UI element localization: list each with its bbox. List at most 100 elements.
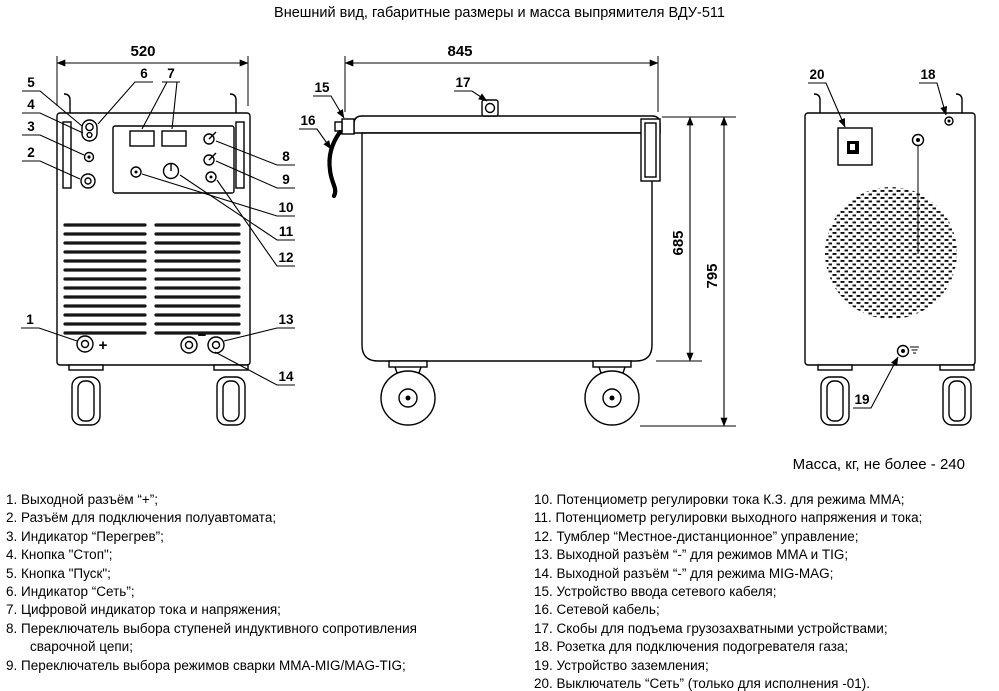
- voltage-potentiometer: [162, 162, 180, 180]
- legend-item: 2. Разъём для подключения полуавтомата;: [6, 510, 277, 526]
- mains-switch-box: [837, 127, 873, 166]
- leader-line: [141, 173, 295, 217]
- leader-line: [216, 179, 295, 267]
- cabinet-body: [361, 132, 653, 362]
- legend-item: 11. Потенциометр регулировки выходного н…: [534, 510, 923, 526]
- callout-4: 4: [22, 97, 84, 134]
- callout-number: 6: [140, 66, 148, 81]
- mains-cable: [327, 129, 343, 199]
- page-title: Внешний вид, габаритные размеры и масса …: [274, 5, 725, 21]
- legend-item: 18. Розетка для подключения подогревател…: [534, 639, 849, 655]
- callout-10: 10: [141, 173, 295, 217]
- callout-number: 4: [27, 97, 35, 112]
- dimension-label: 520: [130, 43, 155, 60]
- semiautomatic-connector: [80, 173, 96, 189]
- output-connector-minus-1: [180, 336, 198, 354]
- mass-note: Масса, кг, не более - 240: [792, 456, 965, 473]
- local-remote-toggle: [205, 171, 217, 183]
- legend-item: 19. Устройство заземления;: [534, 657, 709, 673]
- leader-line: [919, 82, 948, 116]
- dimension-label: 845: [447, 43, 472, 60]
- dimension-label: 795: [704, 263, 721, 288]
- technical-drawing: 520: [21, 43, 976, 427]
- vent-grille-right: [154, 223, 241, 335]
- callout-11: 11: [179, 174, 295, 241]
- leader-line: [179, 174, 295, 241]
- callout-number: 15: [314, 80, 330, 95]
- lifting-lug: [63, 93, 71, 113]
- vent-grille-left: [63, 223, 147, 335]
- legend-item: 13. Выходной разъём “-” для режимов MMA …: [534, 547, 849, 563]
- dimension-front-width: 520: [56, 43, 249, 106]
- leader-line: [215, 160, 295, 189]
- leader-line: [808, 82, 846, 128]
- legend-item: 20. Выключатель “Сеть” (только для испол…: [534, 676, 871, 691]
- leader-line: [22, 160, 81, 180]
- caster-wheel: [380, 360, 436, 426]
- leader-line: [141, 81, 180, 130]
- caster-wheel: [939, 364, 975, 426]
- callout-number: 8: [282, 149, 290, 164]
- callout-number: 7: [167, 66, 175, 81]
- callout-number: 18: [920, 67, 936, 82]
- extension-line: [344, 56, 659, 112]
- callout-17: 17: [454, 75, 488, 102]
- callout-12: 12: [216, 179, 295, 267]
- grille-bolt: [911, 133, 925, 254]
- callout-number: 2: [27, 145, 35, 160]
- legend-right-column: 10. Потенциометр регулировки тока К.З. д…: [534, 491, 996, 691]
- callout-number: 10: [278, 200, 293, 215]
- legend-item: 10. Потенциометр регулировки тока К.З. д…: [534, 492, 905, 507]
- panel-rail: [62, 121, 72, 189]
- legend-item: 12. Тумблер “Местное-дистанционное” упра…: [534, 528, 859, 544]
- output-connector-plus: +: [76, 335, 108, 354]
- fan-grille: [825, 187, 957, 319]
- inductance-switch: [203, 131, 217, 145]
- callout-7: 7: [141, 66, 180, 130]
- legend-item: 9. Переключатель выбора режимов сварки M…: [6, 657, 406, 673]
- leader-line: [22, 112, 84, 134]
- leader-line: [223, 327, 295, 342]
- leader-line: [454, 90, 488, 102]
- callout-number: 14: [278, 369, 294, 384]
- minus-sign: −: [198, 327, 207, 344]
- rear-view: 20 18 19: [804, 67, 976, 426]
- callout-9: 9: [215, 160, 295, 189]
- leader-line: [215, 140, 295, 166]
- callout-2: 2: [22, 145, 81, 180]
- callout-number: 5: [27, 75, 35, 90]
- callout-1: 1: [21, 312, 78, 342]
- legend-item: 5. Кнопка "Пуск";: [6, 565, 111, 581]
- callout-6: 6: [97, 66, 153, 125]
- current-potentiometer: [130, 166, 142, 178]
- lifting-bracket: [481, 99, 499, 117]
- callout-3: 3: [22, 119, 85, 156]
- digital-indicator: [161, 130, 187, 147]
- callout-16: 16: [299, 113, 332, 150]
- start-stop-buttons: [81, 119, 98, 142]
- leader-line: [22, 134, 85, 156]
- callout-15: 15: [313, 80, 345, 119]
- callout-8: 8: [215, 140, 295, 166]
- callout-number: 19: [854, 392, 869, 407]
- legend-item: 7. Цифровой индикатор тока и напряжения;: [6, 602, 281, 618]
- caster-wheel: [213, 364, 249, 426]
- panel-rail: [235, 121, 245, 189]
- output-connector-minus-2: [207, 336, 225, 354]
- cabinet-lid: [353, 115, 661, 134]
- legend-item: 1. Выходной разъём “+”;: [6, 492, 159, 507]
- plus-sign: +: [99, 337, 108, 354]
- legend-item: 6. Индикатор “Сеть”;: [6, 584, 135, 600]
- caster-wheel: [584, 360, 640, 426]
- side-view: 845: [299, 43, 736, 427]
- cable-entry-device: [334, 118, 355, 135]
- callout-number: 9: [282, 172, 290, 187]
- lifting-lug: [813, 93, 821, 113]
- callout-number: 12: [278, 250, 293, 265]
- gas-heater-socket: [944, 116, 954, 126]
- legend-item: 14. Выходной разъём “-” для режима MIG-M…: [534, 565, 834, 581]
- callout-19: 19: [853, 356, 899, 409]
- legend-item: 16. Сетевой кабель;: [534, 602, 660, 618]
- leader-line: [21, 327, 78, 342]
